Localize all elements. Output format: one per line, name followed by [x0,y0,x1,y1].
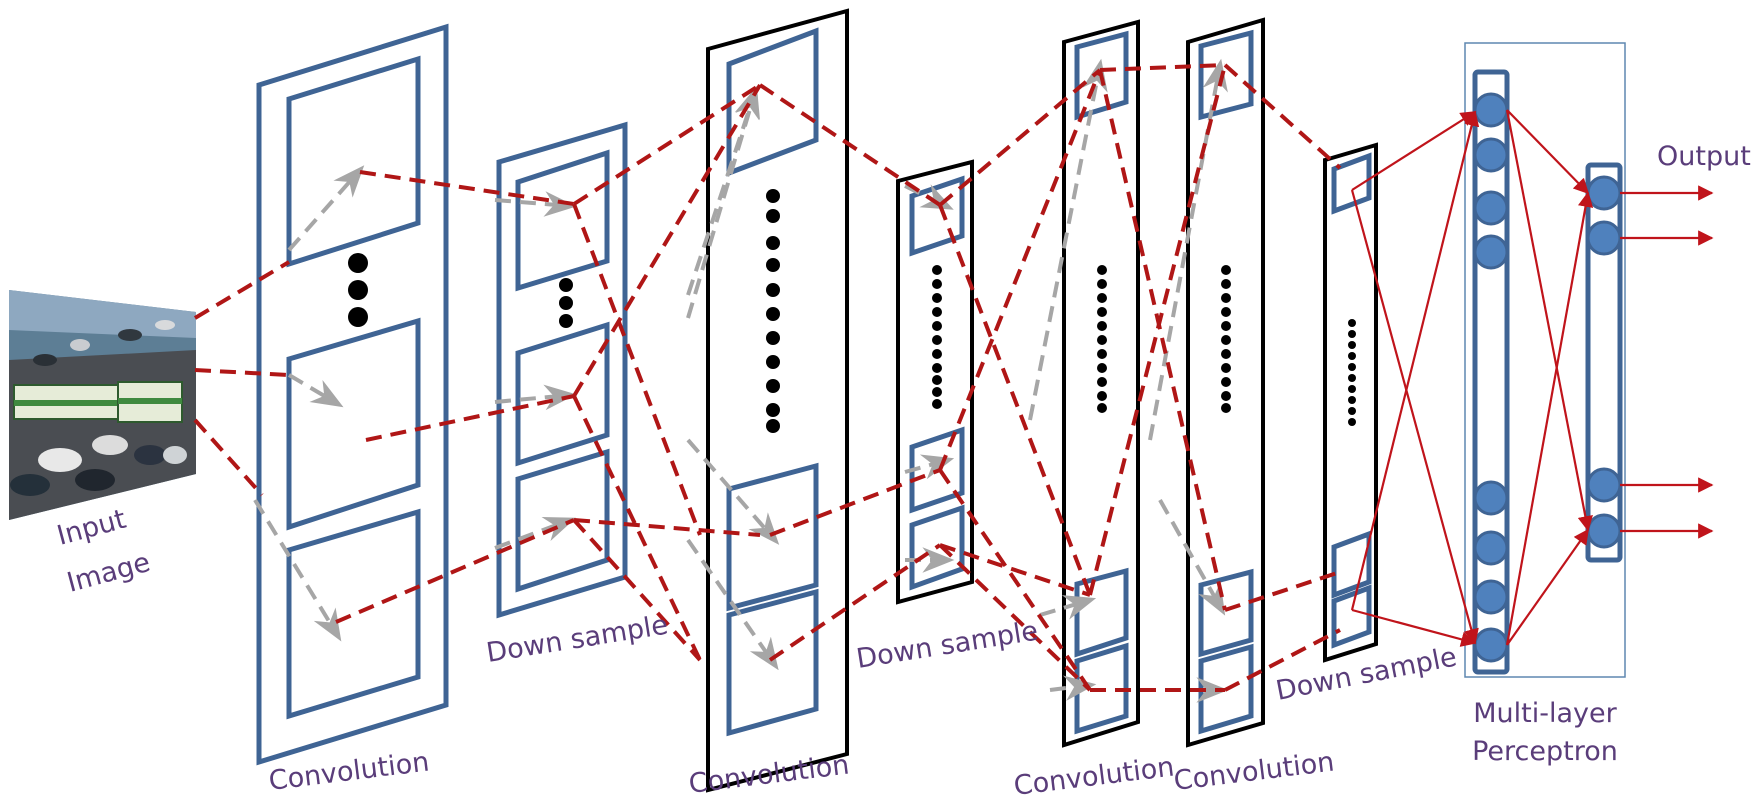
down2-layer [896,159,974,605]
mlp-label-line2: Perceptron [1472,736,1618,767]
conv3-label: Convolution [1012,752,1176,796]
conv4-label: Convolution [1172,747,1336,796]
conv3-layer [1062,19,1140,748]
mlp-output-node [1586,220,1622,256]
conv2-layer [706,8,849,793]
down1-layer [496,121,628,619]
mlp-hidden-node [1473,92,1509,128]
mlp-hidden-node [1473,579,1509,615]
conv4-layer [1186,17,1265,748]
red-dashed-connections [193,63,1342,692]
down1-label: Down sample [484,610,670,669]
mlp-block [1464,42,1626,678]
mlp-hidden-node [1473,234,1509,270]
input-image-label-line1: Input [54,504,130,552]
mlp-hidden-node [1473,530,1509,566]
mlp-connections [1350,109,1714,647]
input-image-photo [9,290,196,520]
mlp-hidden-node [1473,480,1509,516]
input-image-label-line2: Image [64,547,154,599]
mlp-output-node [1586,513,1622,549]
mlp-label-line1: Multi-layer [1473,698,1617,729]
down3-layer [1323,142,1378,663]
output-label: Output [1657,141,1751,172]
mlp-output-node [1586,175,1622,211]
mlp-hidden-node [1473,627,1509,663]
mlp-hidden-node [1473,190,1509,226]
mlp-output-node [1586,467,1622,503]
down2-label: Down sample [854,616,1040,675]
mlp-hidden-node [1473,137,1509,173]
conv1-layer [256,23,449,766]
conv2-label: Convolution [687,750,851,796]
